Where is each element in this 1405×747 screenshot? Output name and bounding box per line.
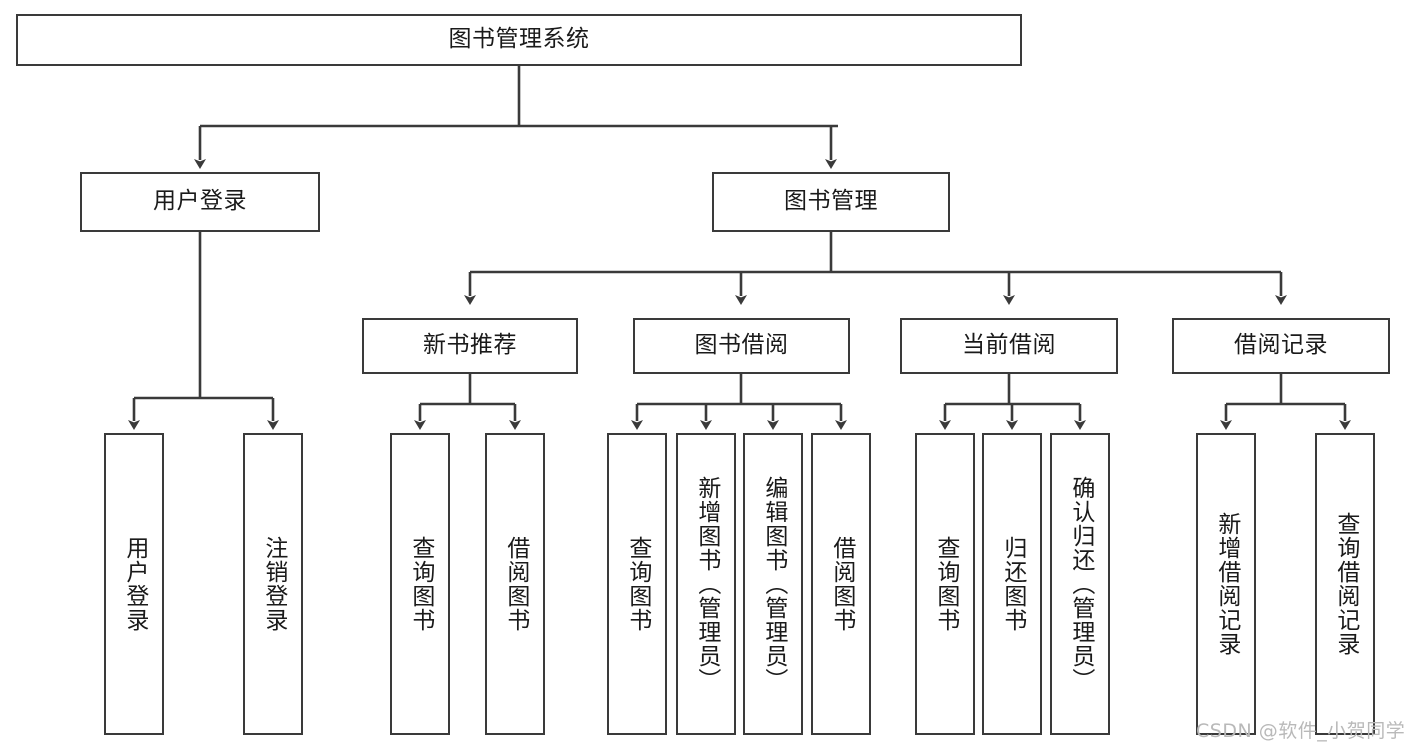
node-book-management[interactable]: 图书管理 — [712, 172, 950, 232]
leaf-return-book[interactable]: 归还图书 — [982, 433, 1042, 735]
leaf-borrow-books-recommend[interactable]: 借阅图书 — [485, 433, 545, 735]
leaf-user-logout[interactable]: 注销登录 — [243, 433, 303, 735]
leaf-user-login[interactable]: 用户登录 — [104, 433, 164, 735]
node-root[interactable]: 图书管理系统 — [16, 14, 1022, 66]
leaf-query-books-current[interactable]: 查询图书 — [915, 433, 975, 735]
leaf-borrow-book[interactable]: 借阅图书 — [811, 433, 871, 735]
leaf-edit-book-admin[interactable]: 编辑图书（管理员） — [743, 433, 803, 735]
node-current-borrow[interactable]: 当前借阅 — [900, 318, 1118, 374]
leaf-query-books-recommend[interactable]: 查询图书 — [390, 433, 450, 735]
csdn-watermark: CSDN @软件_小贺同学 — [1196, 720, 1405, 742]
node-new-book-recommend[interactable]: 新书推荐 — [362, 318, 578, 374]
node-user-login[interactable]: 用户登录 — [80, 172, 320, 232]
node-borrow-record[interactable]: 借阅记录 — [1172, 318, 1390, 374]
leaf-add-book-admin[interactable]: 新增图书（管理员） — [676, 433, 736, 735]
leaf-confirm-return-admin[interactable]: 确认归还（管理员） — [1050, 433, 1110, 735]
node-book-borrow[interactable]: 图书借阅 — [633, 318, 850, 374]
leaf-query-books-borrow[interactable]: 查询图书 — [607, 433, 667, 735]
leaf-query-borrow-record[interactable]: 查询借阅记录 — [1315, 433, 1375, 735]
leaf-add-borrow-record[interactable]: 新增借阅记录 — [1196, 433, 1256, 735]
